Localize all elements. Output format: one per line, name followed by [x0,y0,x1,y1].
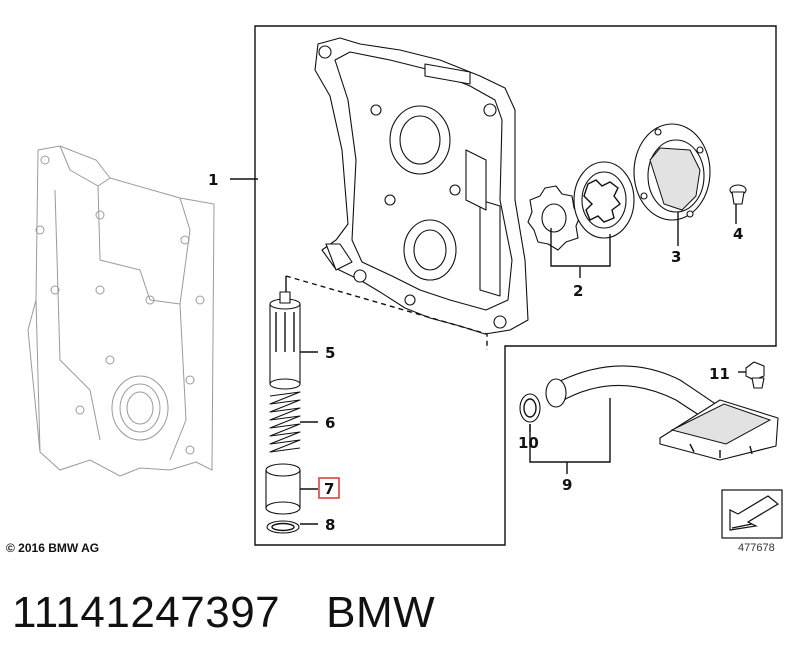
outer-rotor [573,161,635,239]
diagram-number: 477678 [738,542,775,554]
callout-5: 5 [325,344,335,362]
callout-7: 7 [324,480,334,498]
bolt-11 [745,361,765,389]
part-number: 11141247397 [12,588,281,637]
callout-7-highlight-box [318,477,340,499]
callout-1: 1 [208,171,218,189]
oil-pickup-tube [545,365,779,461]
caption: 11141247397 BMW [12,588,435,638]
assembly-frame [254,25,777,546]
callout-11: 11 [709,365,730,383]
snap-ring [266,520,300,534]
screw-4 [729,184,747,205]
callout-9: 9 [562,476,572,494]
copyright-notice: © 2016 BMW AG [6,541,100,555]
inner-rotor [527,185,581,251]
callout-4: 4 [733,225,743,243]
relief-sleeve [265,463,301,515]
direction-arrow-box [721,489,783,539]
callout-8: 8 [325,516,335,534]
callouts: 1 2 3 4 5 6 7 8 9 10 11 [208,171,743,534]
o-ring [519,393,541,423]
oil-pump-housing [314,37,529,335]
cover-plate [633,123,711,221]
callout-2: 2 [573,282,583,300]
timing-cover-ghost [27,145,215,477]
leader-lines [230,178,746,525]
relief-valve-axis [285,275,488,350]
direction-arrow-icon [729,495,780,531]
callout-3: 3 [671,248,681,266]
relief-spring [269,391,301,453]
callout-10: 10 [518,434,539,452]
callout-6: 6 [325,414,335,432]
brand-name: BMW [326,588,436,637]
relief-piston [269,291,301,390]
